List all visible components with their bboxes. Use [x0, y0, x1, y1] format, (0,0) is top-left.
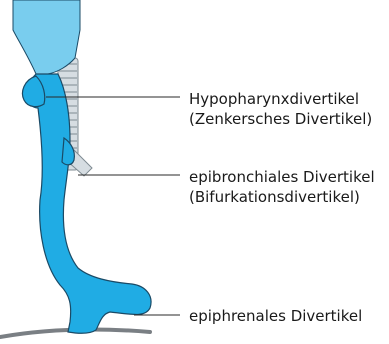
label-epiphrenal-diverticulum: epiphrenales Divertikel — [189, 306, 362, 326]
label-epiphrenal-line1: epiphrenales Divertikel — [189, 306, 362, 326]
label-epibronchial-line2: (Bifurkationsdivertikel) — [189, 187, 375, 207]
label-hypopharynx-line1: Hypopharynxdivertikel — [189, 89, 372, 109]
label-hypopharynx-line2: (Zenkersches Divertikel) — [189, 109, 372, 129]
pharynx — [13, 0, 80, 74]
label-epibronchial-line1: epibronchiales Divertikel — [189, 167, 375, 187]
label-hypopharynx-diverticulum: Hypopharynxdivertikel (Zenkersches Diver… — [189, 89, 372, 129]
esophagus — [27, 74, 151, 333]
label-epibronchial-diverticulum: epibronchiales Divertikel (Bifurkationsd… — [189, 167, 375, 207]
